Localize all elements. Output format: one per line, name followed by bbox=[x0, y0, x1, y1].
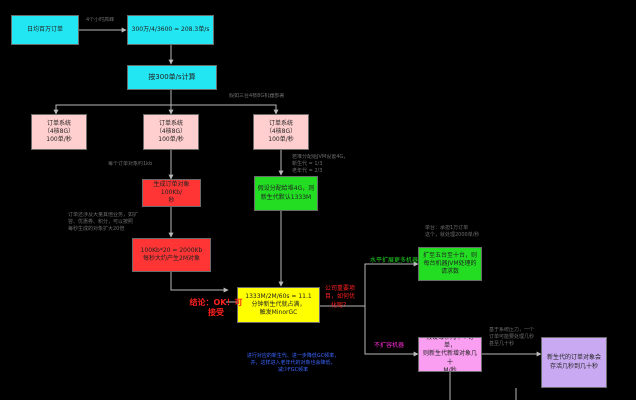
few-seconds-note: 基于系统压力，一个 订单可能要处理几秒 甚至几十秒 bbox=[489, 327, 535, 347]
per-request-note: 单台：承担1万订单 这个，就处理2000单/秒 bbox=[425, 225, 480, 238]
scale-out-box: 扩至五台至十台，则 每台机器JVM处理的 请求数 bbox=[418, 247, 482, 281]
order-system-a-box: 订单系统 （4核8G） 100单/秒 bbox=[31, 114, 87, 150]
per-second-box: 100Kb*20 = 2000Kb 每秒大约产生2M对象 bbox=[132, 238, 211, 272]
tuning-label: 进行对应的新生代、进一步降低GC频率， 并，这样进入老年代的对象也会降低， 减少… bbox=[246, 353, 340, 373]
arrow-to-scale-out bbox=[364, 261, 419, 306]
arrow-persec-to-minorgc bbox=[170, 272, 229, 293]
object-size-note: 每个订单对象约1kb bbox=[108, 161, 153, 167]
branch-calc-to-orders bbox=[53, 90, 172, 115]
gen-object-box: 生成订单对象100Kb/ 秒 bbox=[142, 179, 201, 207]
conclusion-label: 结论：OK！可 接受 bbox=[189, 298, 243, 318]
estimate-box: 假设每秒几千个订单， 则新生代新增对象几十 M/秒 bbox=[418, 337, 482, 372]
calc-300-box: 按300单/s计算 bbox=[127, 65, 217, 90]
qps-box: 300万/4/3600 = 208.3单/s bbox=[127, 15, 214, 45]
order-system-b-box: 订单系统 （4核8G） 100单/秒 bbox=[143, 114, 199, 150]
arrow-calc-to-order-c bbox=[171, 104, 279, 115]
arrow-to-estimate bbox=[364, 306, 419, 357]
horizontal-scale-label: 水平扩展更多机器 bbox=[370, 257, 419, 264]
expand-note: 订单还涉及大量其他业务，如扩 容、优惠券、积分，可以按照 每秒生成的对象扩大20… bbox=[68, 212, 139, 232]
order-system-c-box: 订单系统 （4核8G） 100单/秒 bbox=[253, 114, 309, 150]
no-scale-label: 不扩容机器 bbox=[374, 342, 405, 349]
minor-gc-box: 1333M/2M/60s = 11.1 分钟新生代就占满， 触发MinorGC bbox=[237, 287, 320, 323]
optimize-question-label: 公司重要项 目，如何优 化呢？ bbox=[324, 285, 355, 309]
daily-orders-box: 日均百万订单 bbox=[11, 15, 79, 45]
survivor-box: 新生代的订单对象会 存活几秒到几十秒 bbox=[541, 337, 607, 388]
eden-size-box: 假设分配给堆4G，则 新生代默认1333M bbox=[254, 176, 318, 211]
peak-note: 4个小时高峰 bbox=[86, 17, 115, 23]
deploy-note: 假如三台4核8G机器部署 bbox=[229, 93, 285, 99]
heap-split-note: 若堆分配给JVM设置4G， 新生代 = 1/3 老年代 = 2/3 bbox=[292, 154, 349, 174]
